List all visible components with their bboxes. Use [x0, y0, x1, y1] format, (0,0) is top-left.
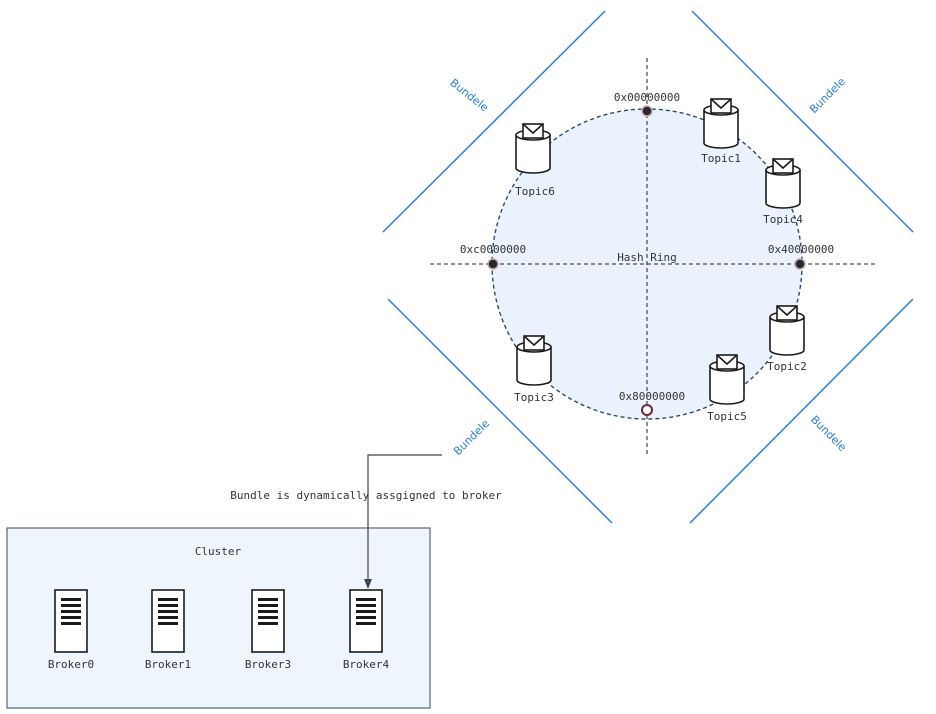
svg-text:Broker1: Broker1: [145, 658, 191, 671]
svg-text:Broker4: Broker4: [343, 658, 390, 671]
svg-text:Topic5: Topic5: [707, 410, 747, 423]
hash-point-0xc0000000: 0xc0000000: [460, 243, 526, 270]
broker4: Broker4: [343, 589, 390, 671]
svg-text:Topic4: Topic4: [763, 213, 803, 226]
topic1: Topic1: [701, 98, 741, 165]
hash-point-0x40000000: 0x40000000: [768, 243, 834, 270]
topic-icon: [765, 158, 801, 209]
svg-text:Broker0: Broker0: [48, 658, 94, 671]
server-icon: [349, 589, 383, 653]
hash-point-0x00000000: 0x00000000: [614, 91, 680, 117]
server-icon: [151, 589, 185, 653]
svg-text:Bundele: Bundele: [808, 413, 849, 454]
broker1: Broker1: [145, 589, 191, 671]
topic3: Topic3: [514, 335, 554, 404]
svg-text:Topic1: Topic1: [701, 152, 741, 165]
svg-text:0x80000000: 0x80000000: [619, 390, 685, 403]
topic-icon: [709, 354, 745, 405]
svg-text:0xc0000000: 0xc0000000: [460, 243, 526, 256]
topic-icon: [515, 123, 551, 174]
topic-icon: [769, 305, 805, 356]
svg-text:0x40000000: 0x40000000: [768, 243, 834, 256]
assignment-arrow: [364, 454, 442, 589]
svg-text:0x00000000: 0x00000000: [614, 91, 680, 104]
broker3: Broker3: [245, 589, 291, 671]
cluster-title: Cluster: [195, 545, 242, 558]
server-icon: [54, 589, 88, 653]
topic-icon: [516, 335, 552, 386]
svg-text:Topic6: Topic6: [515, 185, 555, 198]
svg-text:Bundele: Bundele: [451, 417, 492, 458]
assignment-label: Bundle is dynamically assgigned to broke…: [230, 489, 502, 502]
broker0: Broker0: [48, 589, 94, 671]
server-icon: [251, 589, 285, 653]
topic4: Topic4: [763, 158, 803, 226]
topic5: Topic5: [707, 354, 747, 423]
hash-point-0x80000000: 0x80000000: [619, 390, 685, 416]
svg-text:Bundele: Bundele: [447, 76, 491, 114]
svg-text:Broker3: Broker3: [245, 658, 291, 671]
svg-text:Topic3: Topic3: [514, 391, 554, 404]
topic2: Topic2: [767, 305, 807, 373]
hash-ring-label: Hash Ring: [617, 251, 677, 264]
topic6: Topic6: [515, 123, 555, 198]
topic-icon: [703, 98, 739, 149]
svg-text:Bundele: Bundele: [807, 75, 848, 116]
svg-text:Topic2: Topic2: [767, 360, 807, 373]
